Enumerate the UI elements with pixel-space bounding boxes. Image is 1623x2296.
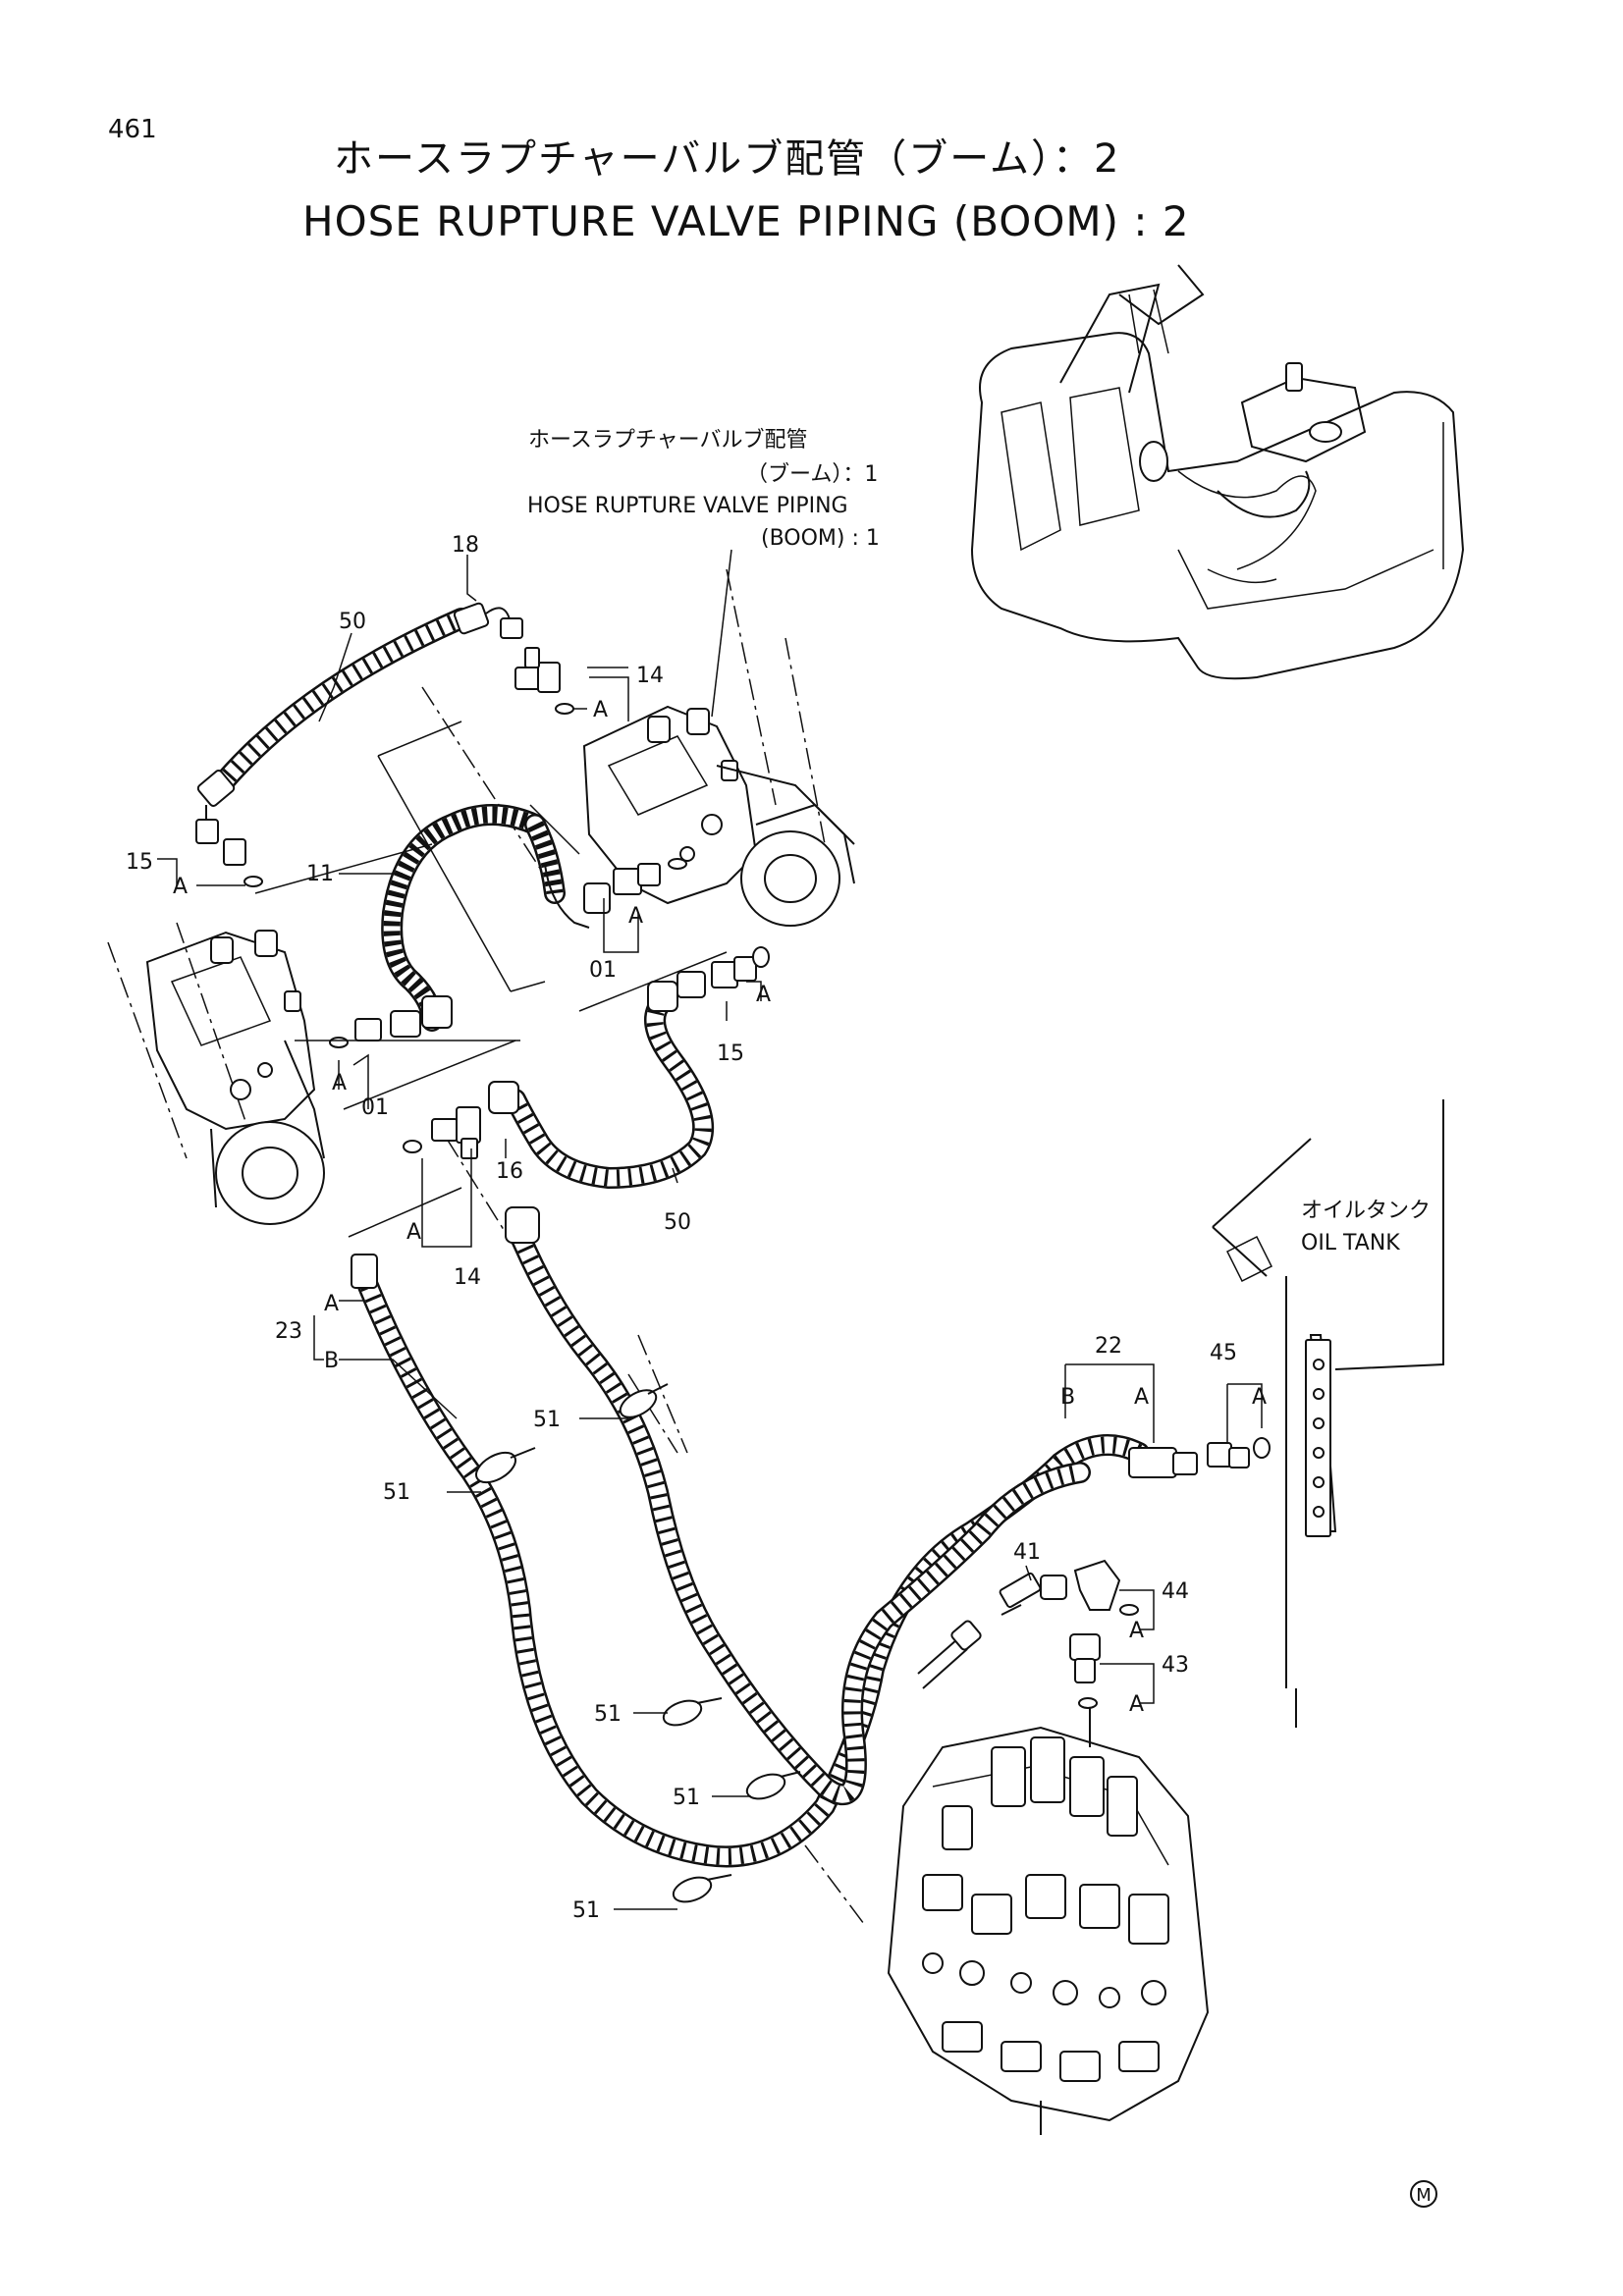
reference-note: ホースラプチャーバルブ配管 （ブーム）：1 HOSE RUPTURE VALVE… — [527, 428, 880, 718]
callout-A-43: A — [1129, 1692, 1144, 1717]
callout-11: 11 — [306, 862, 334, 886]
hose-rupture-valve-left — [145, 930, 325, 1225]
callout-51-b: 51 — [383, 1480, 410, 1505]
callout-51-d: 51 — [673, 1786, 700, 1810]
callout-44: 44 — [1162, 1579, 1189, 1604]
hose-clamps-51 — [475, 1383, 801, 1903]
excavator-overview-illustration — [970, 264, 1465, 680]
tee-fitting-14-upper — [514, 647, 574, 715]
callout-A-14-upper: A — [593, 698, 608, 722]
callout-14-lower: 14 — [454, 1265, 481, 1290]
boom-outline-right — [726, 568, 777, 806]
bracket-line-3 — [510, 981, 546, 992]
callout-18: 18 — [452, 533, 479, 558]
reference-leader-line — [711, 549, 732, 718]
callout-14-upper: 14 — [636, 664, 664, 688]
hose-50-upper — [195, 602, 523, 844]
oil-tank-label-jp: オイルタンク — [1301, 1199, 1431, 1223]
boom-outline-left — [107, 941, 188, 1159]
page-number: 461 — [108, 115, 157, 144]
oil-tank: オイルタンク OIL TANK — [1212, 1099, 1444, 1728]
adapter-fitting-43 — [1069, 1633, 1101, 1709]
bracket-line-7 — [254, 843, 433, 894]
callout-labels: 18 50 14 A 15 A 11 A 01 15 A A 01 16 50 … — [126, 533, 1267, 1923]
bracket-line-8 — [343, 1040, 516, 1110]
callout-A-44: A — [1129, 1619, 1144, 1643]
boom-centerline-lower — [627, 1373, 678, 1454]
clamp-axis-line-2 — [804, 1844, 865, 1925]
callout-A-23: A — [324, 1292, 339, 1316]
callout-15-left: 15 — [126, 850, 153, 875]
callout-45: 45 — [1210, 1341, 1237, 1365]
callout-01-right: 01 — [589, 958, 617, 983]
bracket-line-1 — [377, 755, 512, 992]
adapter-fitting-45 — [1207, 1437, 1271, 1468]
reference-note-jp-line2: （ブーム）：1 — [746, 462, 878, 487]
callout-A-22: A — [1134, 1385, 1149, 1410]
title-english: HOSE RUPTURE VALVE PIPING (BOOM) : 2 — [302, 197, 1190, 245]
callout-A-01-right: A — [628, 904, 643, 929]
mark-letter: M — [1416, 2185, 1432, 2206]
circled-m-mark: M — [1410, 2180, 1437, 2208]
callout-23: 23 — [275, 1319, 302, 1344]
hose-to-fitting-41 — [917, 1620, 982, 1689]
boom-outline-right-2 — [784, 637, 826, 845]
elbow-fitting-44 — [1073, 1559, 1139, 1616]
callout-A-15-right: A — [756, 983, 771, 1007]
callout-51-a: 51 — [533, 1408, 561, 1432]
callout-50-upper: 50 — [339, 610, 366, 634]
hose-50-lower — [488, 981, 715, 1190]
reference-note-en-line1: HOSE RUPTURE VALVE PIPING — [527, 494, 848, 518]
callout-16: 16 — [496, 1159, 523, 1184]
callout-B-22: B — [1060, 1385, 1075, 1410]
bracket-line-2 — [377, 721, 462, 757]
callout-01-left: 01 — [361, 1095, 389, 1120]
reference-note-jp-line1: ホースラプチャーバルブ配管 — [528, 428, 807, 453]
tee-fitting-14-lower — [403, 1106, 481, 1159]
coiled-hose-11 — [329, 804, 687, 1048]
callout-50-lower: 50 — [664, 1210, 691, 1235]
callout-43: 43 — [1162, 1653, 1189, 1678]
callout-22: 22 — [1095, 1334, 1122, 1359]
tee-fitting-41 — [999, 1572, 1067, 1616]
callout-51-e: 51 — [572, 1898, 600, 1923]
hose-rupture-valve-right — [582, 705, 855, 927]
hose-22 — [505, 1206, 1198, 1806]
callout-51-c: 51 — [594, 1702, 622, 1727]
callout-15-right: 15 — [717, 1041, 744, 1066]
leader-lines — [157, 555, 1263, 1910]
reference-note-en-line2: (BOOM) : 1 — [761, 526, 880, 551]
control-valve-assembly — [887, 1708, 1210, 2135]
clamp-axis-line — [637, 1334, 688, 1454]
fitting-15-left — [223, 838, 263, 887]
callout-B-23: B — [324, 1349, 339, 1373]
callout-A-15-left: A — [173, 875, 188, 899]
callout-41: 41 — [1013, 1540, 1041, 1565]
title-japanese: ホースラプチャーバルブ配管（ブーム）：2 — [334, 136, 1120, 182]
bracket-line-9 — [348, 1187, 462, 1238]
callout-A-01-left: A — [332, 1071, 347, 1095]
callout-A-14-lower: A — [406, 1220, 421, 1245]
callout-A-45: A — [1252, 1385, 1267, 1410]
boom-centerline-upper — [421, 686, 551, 884]
bracket-line-4 — [529, 804, 580, 855]
oil-tank-label-en: OIL TANK — [1301, 1231, 1400, 1255]
fittings-15-right — [676, 946, 770, 998]
